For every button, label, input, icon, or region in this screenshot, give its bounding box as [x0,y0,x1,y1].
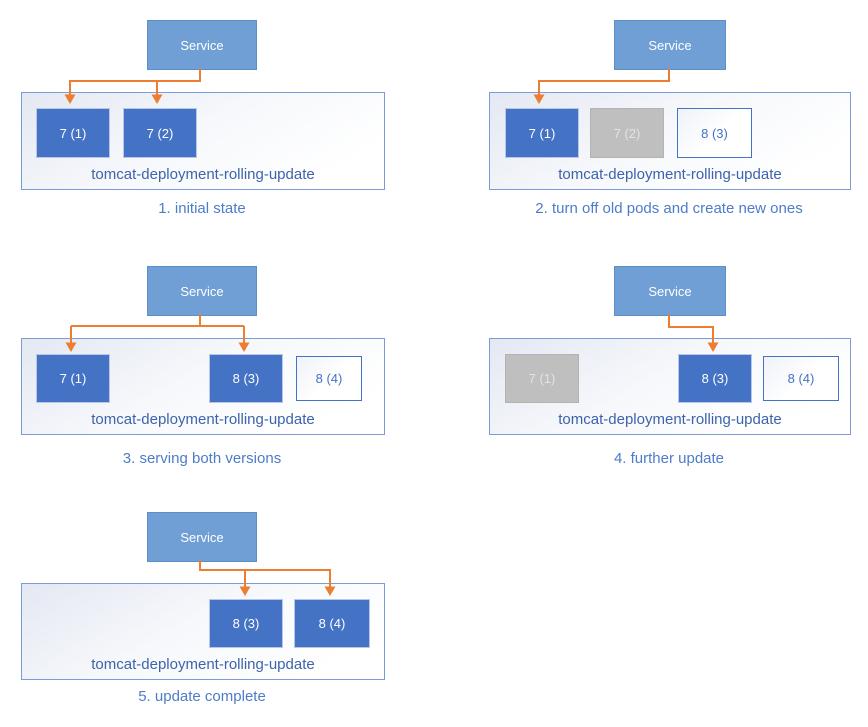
pod-label: 8 (3) [232,616,260,631]
service-label: Service [180,283,224,299]
service-box: Service [147,266,257,316]
panel-caption: 2. turn off old pods and create new ones [535,200,803,217]
pod: 8 (4) [294,599,370,648]
panel-caption: 4. further update [613,450,725,467]
pod-label: 7 (1) [59,125,87,141]
pod-label: 7 (1) [528,371,556,386]
pod: 7 (1) [36,108,110,158]
pod: 8 (4) [296,356,362,401]
pod-label: 7 (2) [613,125,641,141]
pod-label: 8 (3) [232,371,260,386]
pod: 8 (3) [209,354,283,403]
deployment-label: tomcat-deployment-rolling-update [91,411,315,428]
pod-label: 8 (3) [701,371,729,386]
pod: 7 (2) [123,108,197,158]
deployment-container: 7 (1) 7 (2) tomcat-deployment-rolling-up… [21,92,385,190]
deployment-container: 7 (1) 8 (3) 8 (4) tomcat-deployment-roll… [489,338,851,435]
service-label: Service [180,529,224,545]
pod-label: 7 (2) [146,125,174,141]
deployment-label: tomcat-deployment-rolling-update [91,656,315,673]
service-label: Service [648,283,692,299]
deployment-label: tomcat-deployment-rolling-update [558,166,782,183]
service-box: Service [614,266,726,316]
pod-label: 8 (4) [315,371,343,386]
pod: 8 (3) [677,108,752,158]
pod: 7 (1) [36,354,110,403]
pod: 7 (1) [505,354,579,403]
service-box: Service [614,20,726,70]
pod: 8 (3) [678,354,752,403]
panel-caption: 1. initial state [158,200,246,217]
pod-label: 8 (4) [787,371,815,386]
service-box: Service [147,20,257,70]
service-label: Service [180,37,224,53]
service-label: Service [648,37,692,53]
deployment-label: tomcat-deployment-rolling-update [558,411,782,428]
pod: 7 (1) [505,108,579,158]
deployment-container: 7 (1) 7 (2) 8 (3) tomcat-deployment-roll… [489,92,851,190]
service-box: Service [147,512,257,562]
deployment-label: tomcat-deployment-rolling-update [91,166,315,183]
panel-caption: 5. update complete [138,688,266,705]
pod-label: 7 (1) [59,371,87,386]
pod-label: 8 (4) [318,616,346,631]
deployment-container: 7 (1) 8 (3) 8 (4) tomcat-deployment-roll… [21,338,385,435]
panel-caption: 3. serving both versions [122,450,282,467]
pod-label: 8 (3) [701,125,728,141]
pod: 8 (4) [763,356,839,401]
pod: 8 (3) [209,599,283,648]
pod-label: 7 (1) [528,125,556,141]
deployment-container: 8 (3) 8 (4) tomcat-deployment-rolling-up… [21,583,385,680]
pod: 7 (2) [590,108,664,158]
